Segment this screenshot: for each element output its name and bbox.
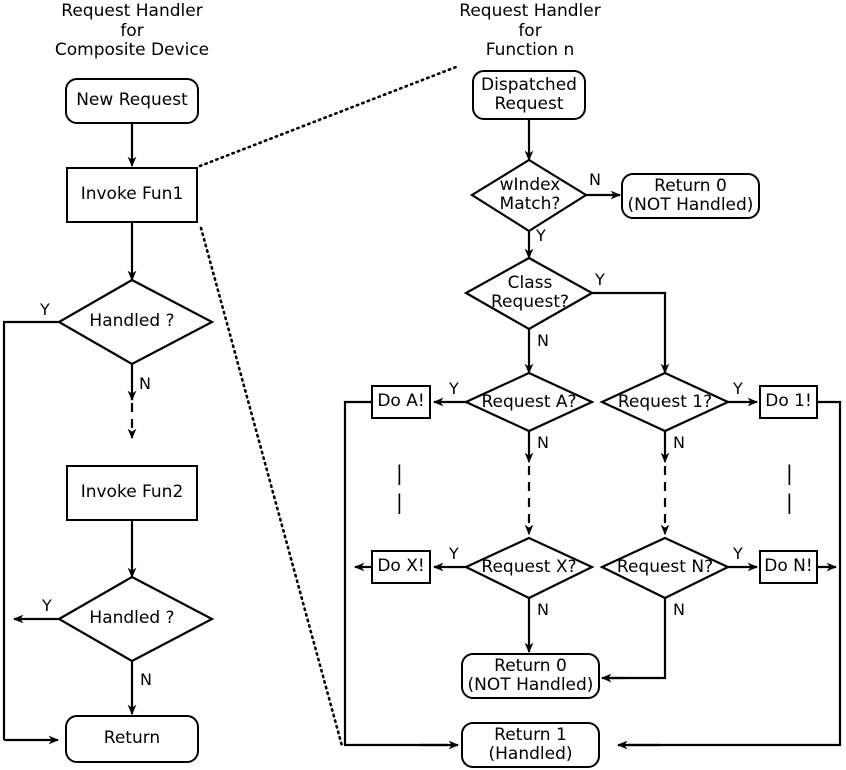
edge-label-request-a-yes: Y [449,379,459,398]
node-windex-match[interactable]: wIndex Match? [499,175,561,215]
node-class-request[interactable]: Class Request? [490,273,570,313]
node-handled-1[interactable]: Handled ? [89,311,175,331]
edge-label-request-1-no: N [673,433,685,452]
node-return0-bottom[interactable]: Return 0 (NOT Handled) [461,653,600,699]
edge-label-request-n-yes: Y [733,544,743,563]
node-return0-top-label: Return 0 (NOT Handled) [627,175,754,215]
edge-label-request-a-no: N [537,433,549,452]
ellipsis-mark-right-lower: | [786,490,793,514]
node-request-x[interactable]: Request X? [481,557,577,577]
node-return0-top[interactable]: Return 0 (NOT Handled) [621,173,760,219]
node-request-n[interactable]: Request N? [616,557,714,577]
node-dispatched-request[interactable]: Dispatched Request [472,70,586,120]
edge-label-handled2-no: N [140,670,152,689]
ellipsis-mark-right-upper: | [786,461,793,485]
node-return1-label: Return 1 (Handled) [488,724,573,764]
node-request-a[interactable]: Request A? [481,392,577,412]
edge-label-handled1-yes: Y [40,300,50,319]
edge-label-handled1-no: N [139,374,151,393]
node-do-a[interactable]: Do A! [371,385,431,419]
node-do-x[interactable]: Do X! [371,550,431,584]
node-return[interactable]: Return [65,715,199,763]
ellipsis-mark-left-lower: | [396,490,403,514]
node-return1[interactable]: Return 1 (Handled) [461,722,600,768]
node-dispatched-request-label: Dispatched Request [481,74,577,114]
edge-label-class-no: N [537,331,549,350]
edge-label-class-yes: Y [595,270,605,289]
edge-label-request-n-no: N [673,600,685,619]
node-request-1[interactable]: Request 1? [617,392,713,412]
node-handled-2[interactable]: Handled ? [89,608,175,628]
right-column-title: Request Handler for Function n [459,1,601,61]
edge-label-request-x-no: N [537,600,549,619]
edge-label-request-1-yes: Y [733,379,743,398]
node-invoke-fun2[interactable]: Invoke Fun2 [66,465,198,521]
node-invoke-fun1[interactable]: Invoke Fun1 [66,167,198,223]
node-new-request[interactable]: New Request [65,78,199,124]
left-column-title: Request Handler for Composite Device [54,1,210,61]
ellipsis-mark-left-upper: | [396,461,403,485]
edge-label-handled2-yes: Y [42,596,52,615]
edge-label-windex-yes: Y [536,226,546,245]
node-return0-bottom-label: Return 0 (NOT Handled) [467,655,594,695]
edge-label-windex-no: N [589,170,601,189]
node-do-1[interactable]: Do 1! [759,385,818,419]
node-do-n[interactable]: Do N! [759,550,818,584]
edge-label-request-x-yes: Y [449,544,459,563]
